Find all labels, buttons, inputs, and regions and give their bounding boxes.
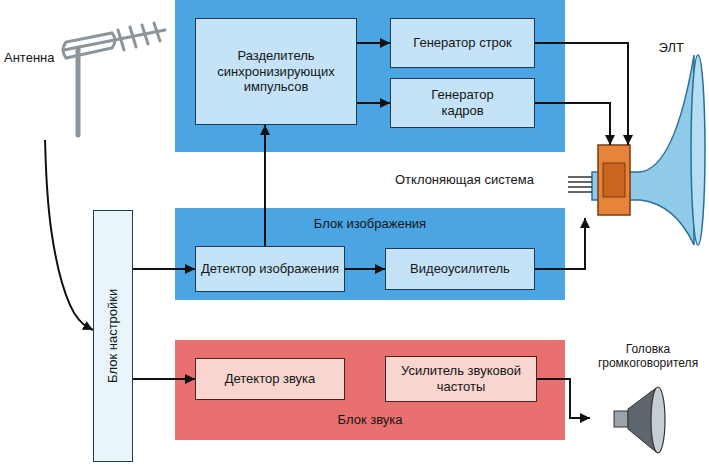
node-label: Отклоняющая система — [395, 172, 534, 188]
signal-arrow — [133, 378, 195, 380]
band-heading: Блок звука — [175, 412, 565, 428]
process-box: Детектор звука — [195, 358, 345, 400]
signal-arrow — [45, 140, 93, 330]
process-box: Детектор изображения — [195, 246, 345, 292]
node-label: Усилитель звуковой частоты — [391, 363, 531, 394]
node-label: Детектор изображения — [201, 261, 339, 277]
node-label: Антенна — [4, 50, 54, 66]
process-box: Усилитель звуковой частоты — [385, 356, 537, 402]
tuner-box: Блок настройки — [93, 210, 133, 462]
sound-band: Блок звука Детектор звука Усилитель звуков… — [175, 340, 565, 440]
signal-arrow — [133, 268, 195, 270]
signal-arrow — [357, 102, 390, 104]
node-label: Видеоусилитель — [410, 261, 510, 277]
speaker-label: Головка громкоговорителя — [590, 340, 706, 462]
node-label: Головка громкоговорителя — [592, 342, 704, 371]
node-label: Генератор строк — [413, 35, 511, 51]
node-label: Детектор звука — [225, 371, 316, 387]
signal-arrow — [537, 379, 590, 418]
process-box: Генератор кадров — [390, 78, 535, 128]
signal-arrow — [345, 268, 385, 270]
node-label: Разделитель синхронизирующих импульсов — [201, 48, 351, 95]
process-box: Видеоусилитель — [385, 248, 535, 290]
node-label: Генератор кадров — [413, 87, 513, 118]
signal-arrow — [535, 43, 628, 145]
crt-drawing — [568, 55, 705, 245]
signal-arrow — [535, 103, 610, 145]
node-label: Блок настройки — [105, 289, 121, 383]
sync-band — [175, 0, 565, 152]
speaker-drawing — [614, 387, 665, 453]
deflection-label: Отклоняющая система — [395, 145, 632, 215]
node-label: ЭЛТ — [659, 40, 684, 56]
crt-label: ЭЛТ — [580, 30, 706, 218]
signal-arrow — [357, 42, 390, 44]
antenna-drawing — [63, 23, 165, 135]
signal-arrow — [535, 218, 585, 269]
antenna-label: Антенна — [2, 8, 165, 140]
signal-arrow — [264, 125, 266, 246]
video-band: Блок изображенияДетектор изображения Виде… — [175, 208, 565, 300]
process-box: Разделитель синхронизирующих импульсов — [195, 18, 357, 125]
band-heading: Блок изображения — [175, 216, 565, 232]
process-box: Генератор строк — [390, 18, 535, 68]
deflection-coil — [598, 145, 630, 215]
